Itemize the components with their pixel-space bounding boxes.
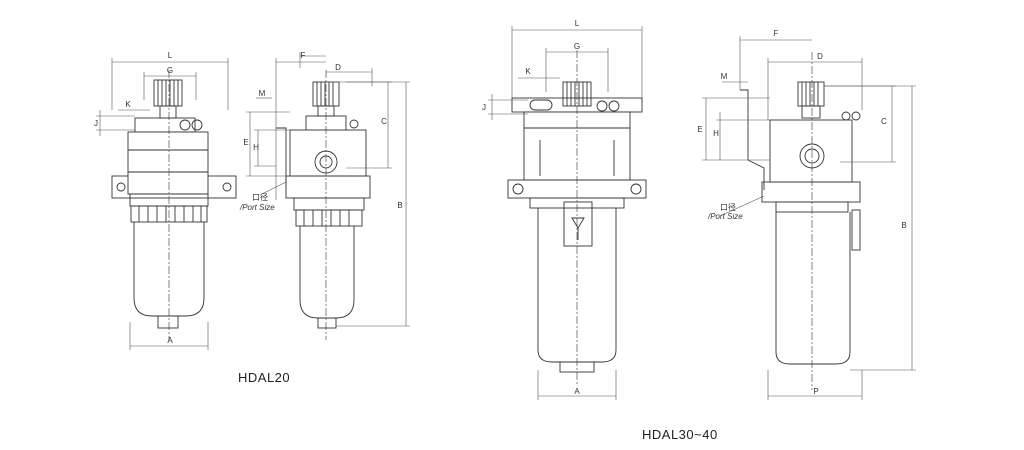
dim-label-j: J — [94, 119, 98, 128]
port-size-label-en: /Port Size — [239, 203, 275, 212]
dim-label-m: M — [259, 89, 266, 98]
dim-label-g: G — [574, 42, 580, 51]
hdal30-front-view — [507, 50, 647, 385]
dim-label-h: H — [713, 129, 719, 138]
dim-label-e: E — [697, 125, 702, 134]
dim-label-b: B — [901, 221, 906, 230]
dim-label-k: K — [525, 67, 531, 76]
dim-label-d: D — [817, 52, 823, 61]
dim-label-a: A — [574, 387, 580, 396]
dim-label-b: B — [397, 201, 402, 210]
port-size-label-en: /Port Size — [707, 212, 743, 221]
dim-label-k: K — [125, 100, 131, 109]
hdal30-side-view — [740, 52, 861, 390]
dim-label-c: C — [881, 117, 887, 126]
dim-label-g: G — [167, 66, 173, 75]
hdal30-front-dimensions — [488, 26, 643, 400]
dim-label-l: L — [575, 19, 580, 28]
dim-label-f: F — [774, 29, 779, 38]
port-size-label-cn: 口径 — [252, 192, 268, 202]
dim-label-d: D — [335, 63, 341, 72]
caption-hdal30-40: HDAL30~40 — [642, 427, 718, 442]
dim-label-l: L — [168, 51, 173, 60]
dim-label-m: M — [721, 72, 728, 81]
caption-hdal20: HDAL20 — [238, 370, 291, 385]
dim-label-p: P — [813, 387, 818, 396]
dim-label-h: H — [253, 143, 259, 152]
hdal20-front-view — [111, 70, 237, 340]
hdal20-side-dimensions — [246, 52, 410, 327]
port-size-callouts: 口径 /Port Size 口径 /Port Size — [239, 192, 743, 221]
dim-label-c: C — [381, 117, 387, 126]
dimension-labels: L G K J A F D M C E H B L G K J A F D M … — [94, 19, 907, 396]
port-size-label-cn: 口径 — [720, 202, 736, 212]
hdal20-front-dimensions — [96, 58, 229, 350]
hdal20-side-view — [276, 70, 371, 340]
dim-label-j: J — [482, 103, 486, 112]
dim-label-f: F — [301, 51, 306, 60]
hdal30-side-dimensions — [702, 36, 916, 400]
dim-label-e: E — [243, 138, 248, 147]
dim-label-a: A — [167, 336, 173, 345]
